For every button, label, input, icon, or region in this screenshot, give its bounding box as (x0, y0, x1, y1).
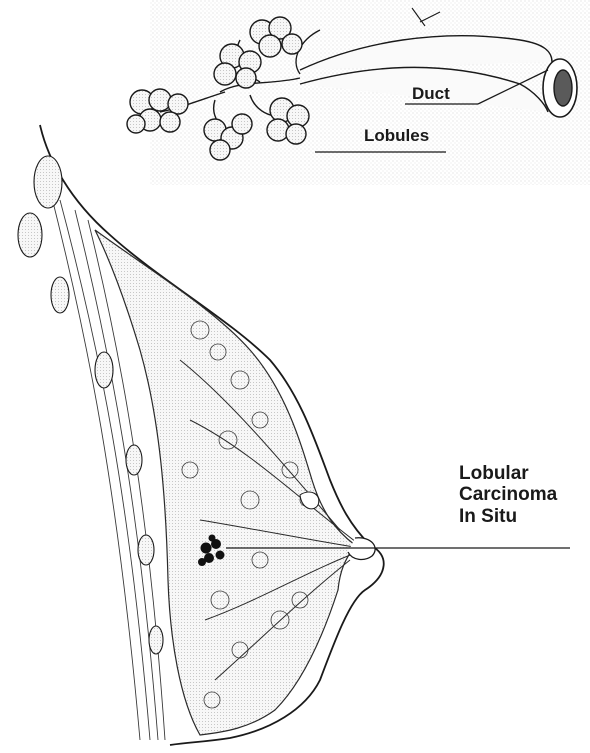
duct-label: Duct (412, 84, 450, 103)
nipple (348, 538, 375, 560)
lcis-label: Lobular Carcinoma In Situ (459, 463, 557, 527)
breast-cross-section-illustration (18, 125, 384, 745)
lobules-label: Lobules (364, 126, 429, 145)
lcis-label-line-1: Lobular (459, 463, 557, 484)
lcis-label-line-2: Carcinoma (459, 484, 557, 505)
lcis-label-line-3: In Situ (459, 506, 557, 527)
glandular-tissue (95, 230, 355, 735)
